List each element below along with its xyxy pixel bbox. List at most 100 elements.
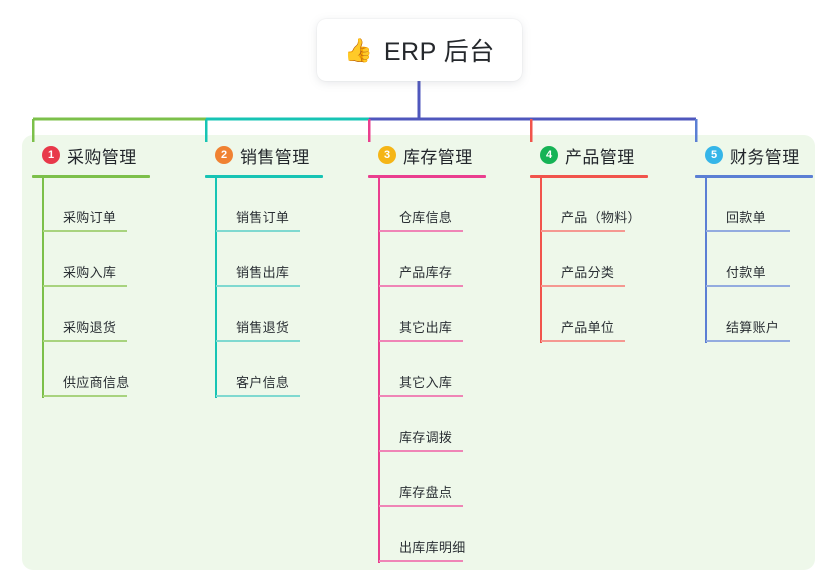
- column-items-1: 采购订单采购入库采购退货供应商信息: [32, 178, 150, 400]
- column-title-1: 采购管理: [67, 147, 137, 167]
- list-item-rule: [43, 340, 127, 342]
- list-item-label: 库存盘点: [399, 485, 453, 500]
- list-item-rule: [706, 285, 790, 287]
- list-item-rule: [216, 230, 300, 232]
- column-1: 1 采购管理采购订单采购入库采购退货供应商信息: [32, 144, 150, 400]
- list-item[interactable]: 库存调拨: [368, 400, 486, 455]
- list-item-rule: [379, 285, 463, 287]
- list-item-rule: [216, 285, 300, 287]
- column-4: 4 产品管理产品（物料） 产品分类产品单位: [530, 144, 648, 345]
- column-badge-5: 5: [705, 146, 723, 164]
- list-item-label: 产品库存: [399, 265, 453, 280]
- column-header-rule-4: [530, 175, 648, 178]
- list-item[interactable]: 出库库明细: [368, 510, 486, 565]
- list-item[interactable]: 客户信息: [205, 345, 323, 400]
- list-item-label: 采购入库: [63, 265, 117, 280]
- column-title-2: 销售管理: [240, 147, 310, 167]
- root-node-card[interactable]: 👍 ERP 后台: [317, 19, 522, 81]
- list-item[interactable]: 销售订单: [205, 180, 323, 235]
- thumbs-up-icon: 👍: [344, 36, 373, 63]
- column-header-rule-1: [32, 175, 150, 178]
- list-item-rule: [43, 230, 127, 232]
- list-item[interactable]: 采购订单: [32, 180, 150, 235]
- list-item-label: 其它入库: [399, 375, 453, 390]
- list-item[interactable]: 产品分类: [530, 235, 648, 290]
- list-item[interactable]: 销售退货: [205, 290, 323, 345]
- list-item[interactable]: 产品单位: [530, 290, 648, 345]
- list-item-label: 出库库明细: [399, 540, 466, 555]
- list-item-label: 供应商信息: [63, 375, 130, 390]
- list-item-rule: [216, 395, 300, 397]
- list-item-rule: [379, 450, 463, 452]
- list-item[interactable]: 供应商信息: [32, 345, 150, 400]
- list-item-rule: [541, 285, 625, 287]
- column-5: 5 财务管理回款单付款单结算账户: [695, 144, 813, 345]
- list-item-rule: [379, 340, 463, 342]
- list-item-rule: [706, 230, 790, 232]
- list-item-label: 销售订单: [236, 210, 290, 225]
- list-item-label: 销售出库: [236, 265, 290, 280]
- list-item[interactable]: 销售出库: [205, 235, 323, 290]
- list-item-rule: [216, 340, 300, 342]
- column-title-5: 财务管理: [730, 147, 800, 167]
- list-item[interactable]: 回款单: [695, 180, 813, 235]
- column-items-2: 销售订单销售出库销售退货客户信息: [205, 178, 323, 400]
- list-item-label: 采购退货: [63, 320, 117, 335]
- list-item-label: 回款单: [726, 210, 766, 225]
- column-2: 2 销售管理销售订单销售出库销售退货客户信息: [205, 144, 323, 400]
- column-title-4: 产品管理: [565, 147, 635, 167]
- list-item[interactable]: 产品（物料）: [530, 180, 648, 235]
- column-header-2[interactable]: 2 销售管理: [215, 144, 323, 167]
- column-items-5: 回款单付款单结算账户: [695, 178, 813, 345]
- column-badge-1: 1: [42, 146, 60, 164]
- column-spine-1: [42, 178, 44, 398]
- column-header-rule-3: [368, 175, 486, 178]
- list-item-label: 产品单位: [561, 320, 615, 335]
- column-header-4[interactable]: 4 产品管理: [540, 144, 648, 167]
- column-spine-3: [378, 178, 380, 563]
- list-item-rule: [379, 395, 463, 397]
- list-item-rule: [379, 505, 463, 507]
- list-item-rule: [706, 340, 790, 342]
- diagram-canvas-panel: [22, 135, 815, 570]
- list-item[interactable]: 库存盘点: [368, 455, 486, 510]
- list-item[interactable]: 采购退货: [32, 290, 150, 345]
- column-spine-4: [540, 178, 542, 343]
- column-items-3: 仓库信息产品库存其它出库其它入库库存调拨库存盘点出库库明细: [368, 178, 486, 565]
- column-badge-4: 4: [540, 146, 558, 164]
- list-item-rule: [43, 285, 127, 287]
- list-item-label: 结算账户: [726, 320, 780, 335]
- list-item-rule: [43, 395, 127, 397]
- column-items-4: 产品（物料） 产品分类产品单位: [530, 178, 648, 345]
- list-item-rule: [541, 340, 625, 342]
- list-item-label: 产品（物料）: [561, 210, 641, 225]
- column-header-1[interactable]: 1 采购管理: [42, 144, 150, 167]
- root-node-title: ERP 后台: [383, 38, 495, 66]
- list-item[interactable]: 产品库存: [368, 235, 486, 290]
- list-item[interactable]: 付款单: [695, 235, 813, 290]
- list-item-rule: [541, 230, 625, 232]
- list-item-label: 产品分类: [561, 265, 615, 280]
- list-item[interactable]: 采购入库: [32, 235, 150, 290]
- list-item[interactable]: 仓库信息: [368, 180, 486, 235]
- column-title-3: 库存管理: [403, 147, 473, 167]
- column-spine-2: [215, 178, 217, 398]
- column-header-rule-5: [695, 175, 813, 178]
- list-item-label: 客户信息: [236, 375, 290, 390]
- list-item-rule: [379, 560, 463, 562]
- list-item[interactable]: 结算账户: [695, 290, 813, 345]
- list-item[interactable]: 其它入库: [368, 345, 486, 400]
- list-item-label: 付款单: [726, 265, 766, 280]
- list-item-label: 采购订单: [63, 210, 117, 225]
- list-item-label: 其它出库: [399, 320, 453, 335]
- list-item-label: 销售退货: [236, 320, 290, 335]
- list-item-label: 库存调拨: [399, 430, 453, 445]
- column-header-5[interactable]: 5 财务管理: [705, 144, 813, 167]
- list-item[interactable]: 其它出库: [368, 290, 486, 345]
- column-header-rule-2: [205, 175, 323, 178]
- column-spine-5: [705, 178, 707, 343]
- column-badge-2: 2: [215, 146, 233, 164]
